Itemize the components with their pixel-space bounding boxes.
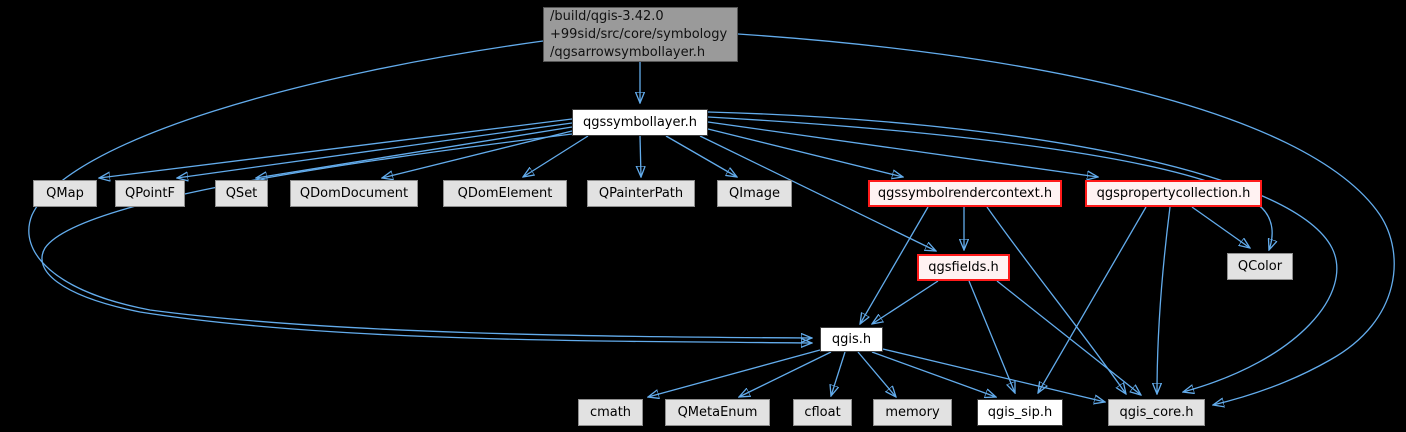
- edge-qgis-to-memory: [857, 351, 896, 397]
- edge-root-to-qgis: [28, 40, 812, 338]
- edge-qgssymbollayer-to-qgssymbolrendercontext: [707, 128, 903, 177]
- node-qimage: QImage: [717, 180, 792, 207]
- edge-qgssymbollayer-to-qgsfields: [699, 135, 936, 251]
- node-cfloat: cfloat: [793, 399, 852, 426]
- node-qgis-sip-h[interactable]: qgis_sip.h: [977, 399, 1063, 426]
- edge-qgis-to-cfloat: [831, 351, 846, 396]
- edge-qgis-to-qgis-sip: [871, 351, 996, 397]
- edge-qgssymbollayer-to-qcolor: [707, 116, 1272, 250]
- edge-qgssymbollayer-to-qset: [256, 126, 573, 178]
- edge-qgspropertycollection-to-qgis-sip: [1038, 206, 1147, 393]
- node-qmetaenum: QMetaEnum: [665, 399, 770, 426]
- edge-qgssymbollayer-to-qdomelement: [523, 135, 589, 177]
- node-qmap: QMap: [33, 180, 97, 207]
- edge-qgsfields-to-qgis: [872, 280, 939, 324]
- node-cmath: cmath: [578, 399, 643, 426]
- edge-qgssymbollayer-to-qgis-core: [707, 111, 1338, 392]
- edge-qgsfields-to-qgis-core: [996, 280, 1141, 395]
- node-qgsarrowsymbollayer-h: /build/qgis-3.42.0 +99sid/src/core/symbo…: [543, 7, 738, 62]
- edge-qgspropertycollection-to-qgis-core: [1157, 206, 1171, 394]
- node-qgspropertycollection-h[interactable]: qgspropertycollection.h: [1085, 180, 1262, 207]
- node-qpainterpath: QPainterPath: [587, 180, 695, 207]
- edge-qgssymbollayer-to-qpainterpath: [640, 135, 641, 177]
- node-qgssymbollayer-h[interactable]: qgssymbollayer.h: [572, 109, 708, 136]
- edge-qgis-to-qmetaenum: [739, 351, 832, 397]
- node-memory: memory: [873, 399, 952, 426]
- node-qdomdocument: QDomDocument: [290, 180, 418, 207]
- node-qgssymbolrendercontext-h[interactable]: qgssymbolrendercontext.h: [868, 180, 1062, 207]
- edge-qgssymbollayer-to-qgis: [41, 133, 812, 343]
- edge-qgspropertycollection-to-qcolor: [1191, 206, 1250, 248]
- node-qset: QSet: [215, 180, 268, 207]
- edge-root-to-qgis-core: [737, 33, 1395, 405]
- edge-qgssymbollayer-to-qimage: [665, 135, 737, 177]
- edge-qgssymbollayer-to-qdomdocument: [382, 130, 573, 178]
- node-qpointf: QPointF: [115, 180, 185, 207]
- node-qdomelement: QDomElement: [443, 180, 567, 207]
- node-qcolor: QColor: [1227, 253, 1293, 280]
- node-qgis-core-h: qgis_core.h: [1108, 399, 1205, 426]
- node-qgis-h[interactable]: qgis.h: [820, 327, 883, 352]
- edge-qgssymbollayer-to-qpointf: [177, 122, 573, 178]
- edge-qgssymbolrendercontext-to-qgis: [860, 206, 929, 324]
- edge-qgsfields-to-qgis-sip: [968, 280, 1015, 393]
- edge-qgssymbolrendercontext-to-qgis-core: [986, 206, 1126, 394]
- edge-qgssymbollayer-to-qmap: [99, 118, 573, 178]
- node-qgsfields-h[interactable]: qgsfields.h: [917, 254, 1010, 281]
- edge-qgssymbollayer-to-qgspropertycollection: [707, 121, 1098, 177]
- edge-qgis-to-cmath: [648, 349, 821, 397]
- edge-qgis-to-qgis-core: [882, 348, 1105, 402]
